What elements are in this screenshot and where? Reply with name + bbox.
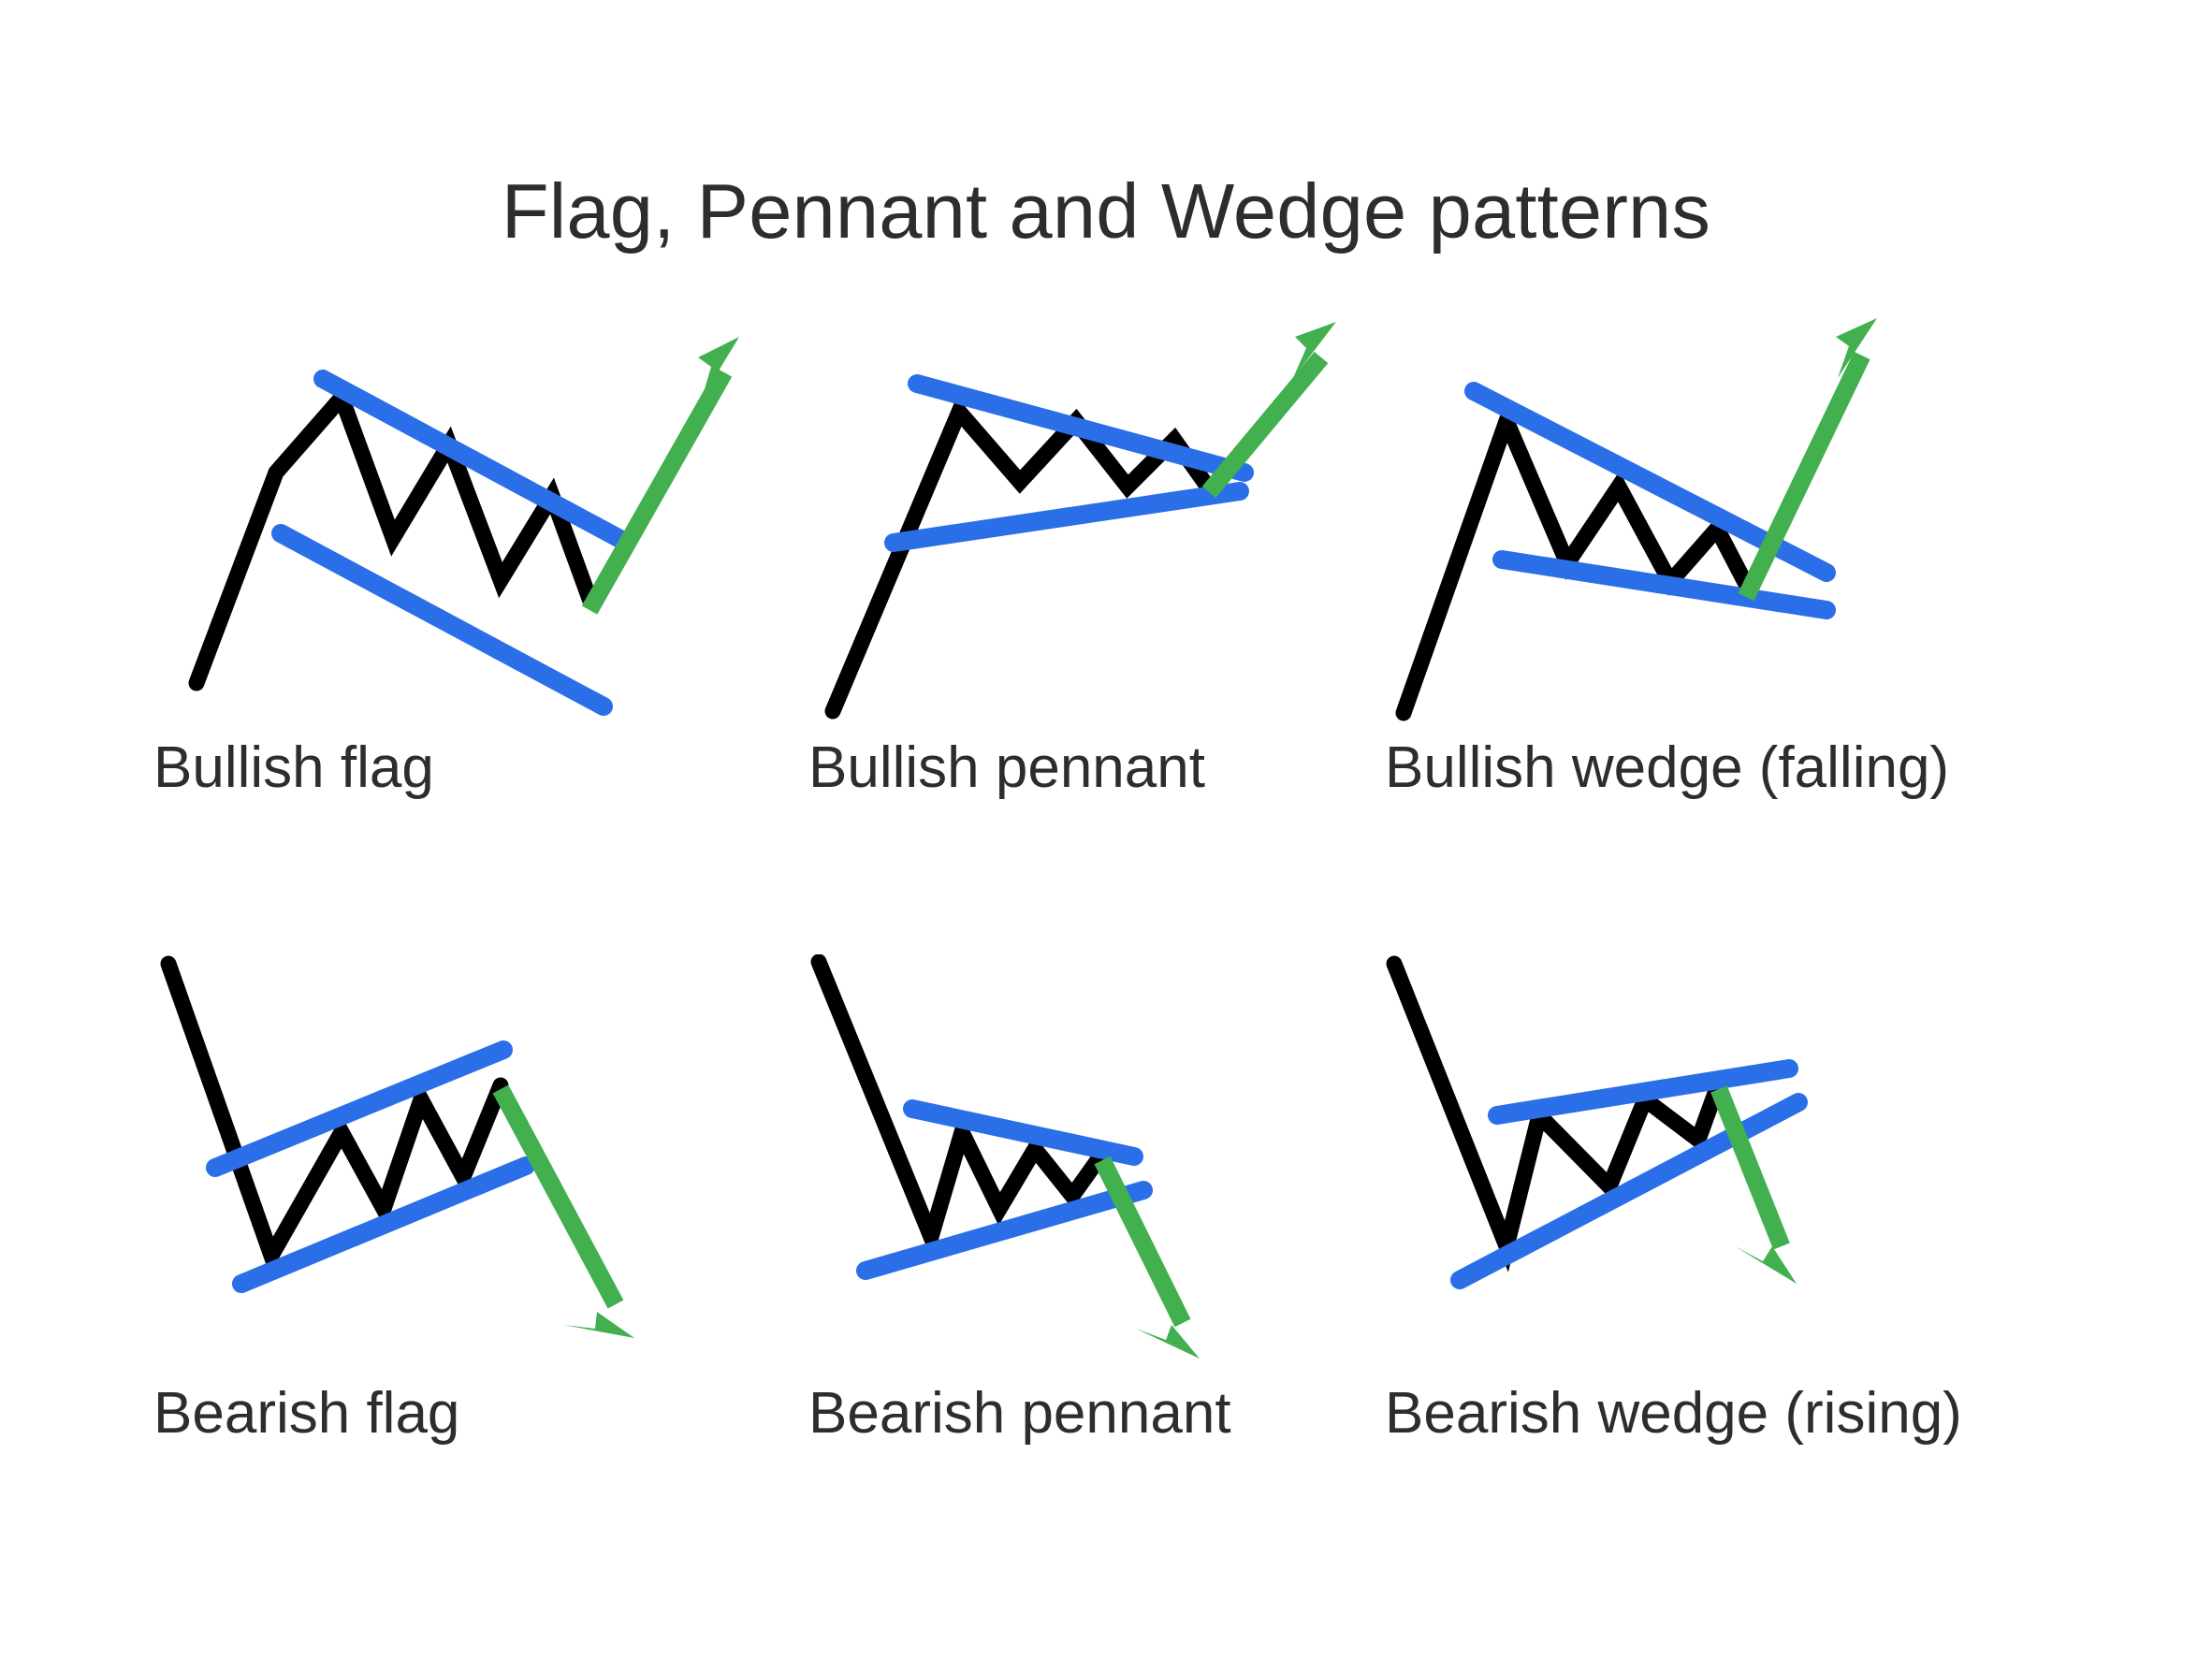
breakout-arrow-down [1710,1085,1797,1284]
trendline-lower [1492,550,1836,619]
trendline-lower [856,1181,1153,1280]
pattern-label: Bearish wedge (rising) [1385,1381,1962,1446]
trendline-upper [903,1099,1143,1166]
pattern-label: Bullish pennant [808,735,1205,800]
breakout-arrow-up [1201,322,1336,499]
page-title: Flag, Pennant and Wedge patterns [501,167,1711,255]
trendline-upper [313,370,636,552]
pattern-card-bullish-flag: Bullish flag [140,309,851,833]
breakout-arrow-up [581,337,739,615]
price-action-line [188,382,598,691]
pattern-label: Bullish wedge (falling) [1385,735,1950,800]
trendline-lower [271,524,613,716]
pattern-card-bullish-pennant: Bullish pennant [805,309,1516,833]
pattern-card-bearish-wedge-rising: Bearish wedge (rising) [1385,954,2096,1478]
trendline-lower [884,482,1249,552]
price-action-line [160,955,509,1275]
breakout-arrow-down [492,1084,634,1338]
price-action-line [1395,399,1758,721]
breakout-arrow-down [1094,1156,1200,1359]
trendline-upper [206,1040,513,1177]
breakout-arrow-up [1738,318,1877,602]
price-action-line [810,954,1109,1261]
trendline-upper [1488,1059,1798,1125]
pattern-card-bullish-wedge-falling: Bullish wedge (falling) [1385,309,2096,833]
pattern-label: Bullish flag [153,735,434,800]
pattern-card-bearish-pennant: Bearish pennant [805,954,1516,1478]
pattern-card-bearish-flag: Bearish flag [140,954,851,1478]
trendline-lower [232,1156,535,1293]
pattern-label: Bearish flag [153,1381,460,1446]
pattern-label: Bearish pennant [808,1381,1231,1446]
trendline-upper [908,374,1254,482]
